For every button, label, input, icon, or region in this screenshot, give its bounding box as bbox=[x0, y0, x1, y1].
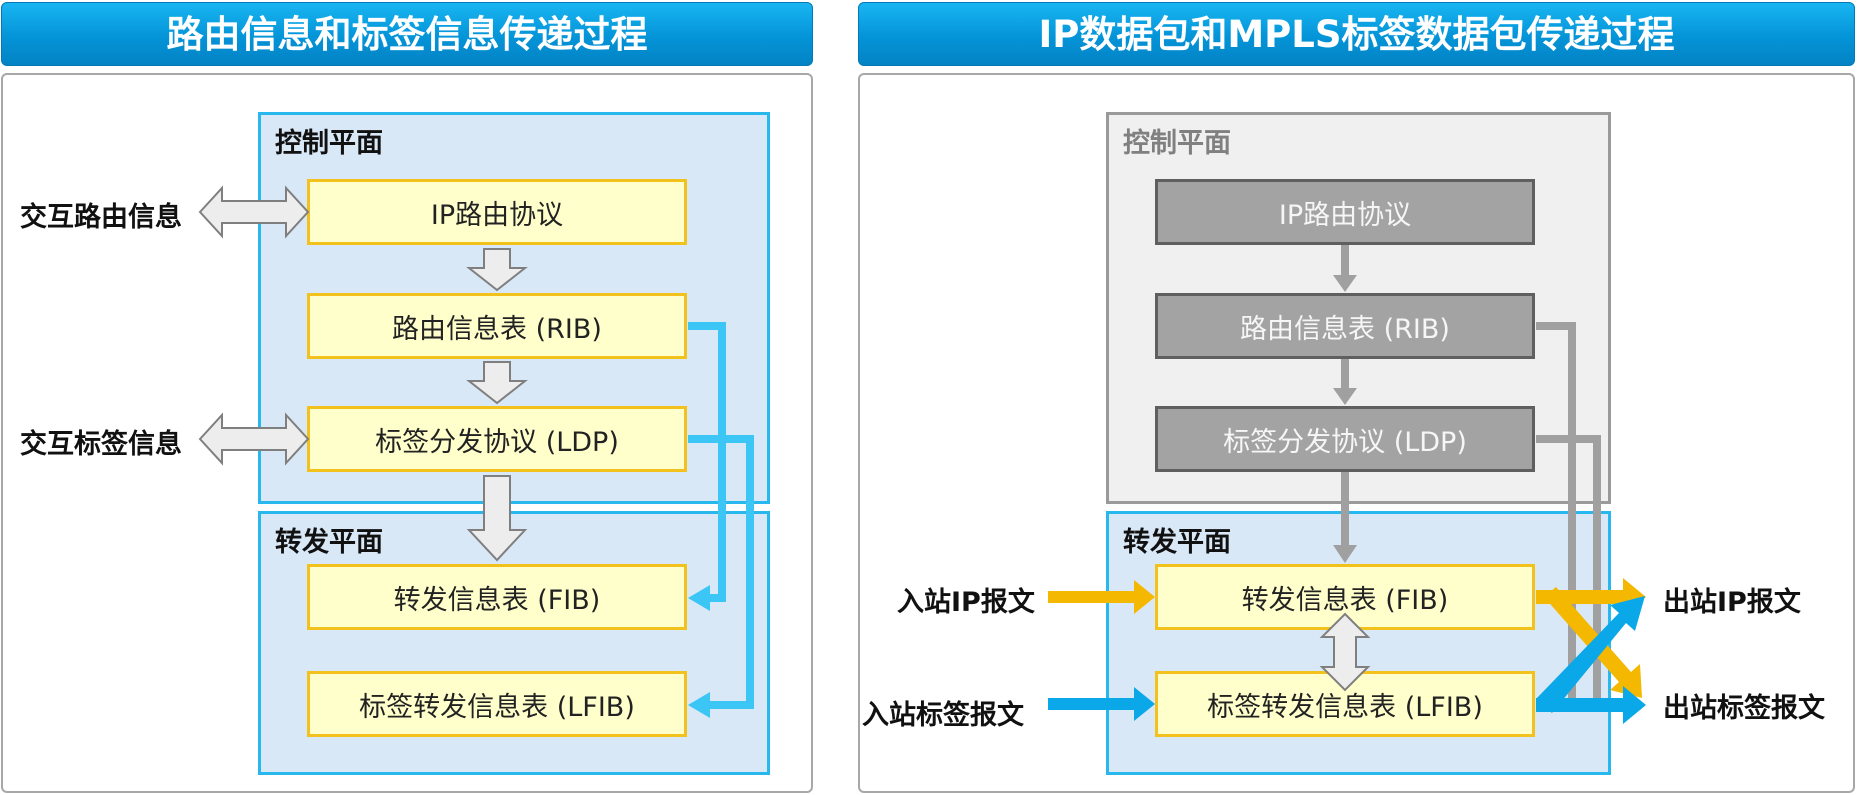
left-ip-routing-label: IP路由协议 bbox=[430, 199, 564, 231]
left-lfib-box: 标签转发信息表 (LFIB) bbox=[307, 671, 687, 737]
in-label-arrow bbox=[1048, 687, 1155, 721]
left-rib-label: 路由信息表 (RIB) bbox=[392, 313, 602, 345]
in-label-label: 入站标签报文 bbox=[862, 700, 1024, 731]
right-ip-routing-label: IP路由协议 bbox=[1278, 199, 1412, 231]
right-ip-to-rib-head bbox=[1333, 275, 1357, 292]
right-title: IP数据包和MPLS标签数据包传递过程 bbox=[1038, 13, 1675, 56]
in-ip-label: 入站IP报文 bbox=[897, 587, 1035, 618]
right-ldp-to-fib-head bbox=[1333, 545, 1357, 563]
down-arrow-ip-to-rib bbox=[466, 248, 528, 292]
left-rib-box: 路由信息表 (RIB) bbox=[307, 293, 687, 359]
exchange-label-arrow bbox=[198, 412, 310, 466]
right-control-plane-title: 控制平面 bbox=[1123, 128, 1231, 159]
left-fib-label: 转发信息表 (FIB) bbox=[393, 584, 601, 616]
right-rib-to-ldp-head bbox=[1333, 388, 1357, 405]
exchange-routing-arrow bbox=[198, 185, 310, 239]
left-ldp-label: 标签分发协议 (LDP) bbox=[375, 426, 619, 458]
out-ip-arrow bbox=[1536, 578, 1646, 616]
ldp-to-lfib-arrowhead bbox=[688, 692, 710, 718]
left-control-plane-title: 控制平面 bbox=[275, 128, 383, 159]
exchange-label-label: 交互标签信息 bbox=[20, 429, 182, 460]
left-title-banner: 路由信息和标签信息传递过程 bbox=[1, 2, 813, 66]
right-title-banner: IP数据包和MPLS标签数据包传递过程 bbox=[858, 2, 1855, 66]
right-lfib-label: 标签转发信息表 (LFIB) bbox=[1207, 691, 1483, 723]
left-forward-plane-title: 转发平面 bbox=[275, 527, 383, 558]
down-arrow-rib-to-ldp bbox=[466, 361, 528, 405]
right-rib-feed-line bbox=[1536, 322, 1576, 705]
lfib-to-out-ip-cross-arrow bbox=[1536, 596, 1645, 713]
right-ldp-feed-line bbox=[1536, 435, 1601, 705]
right-rib-label: 路由信息表 (RIB) bbox=[1240, 313, 1450, 345]
out-label-label: 出站标签报文 bbox=[1663, 693, 1825, 724]
left-fib-box: 转发信息表 (FIB) bbox=[307, 564, 687, 630]
out-ip-label: 出站IP报文 bbox=[1663, 587, 1801, 618]
down-arrow-ldp-to-fib bbox=[466, 475, 528, 562]
right-ldp-box: 标签分发协议 (LDP) bbox=[1155, 406, 1535, 472]
right-rib-box: 路由信息表 (RIB) bbox=[1155, 293, 1535, 359]
right-fib-label: 转发信息表 (FIB) bbox=[1241, 584, 1449, 616]
rib-to-fib-line bbox=[688, 322, 726, 602]
fib-lfib-double-arrow bbox=[1319, 612, 1371, 692]
in-ip-arrow bbox=[1048, 580, 1155, 614]
left-title: 路由信息和标签信息传递过程 bbox=[166, 13, 648, 56]
right-ldp-label: 标签分发协议 (LDP) bbox=[1223, 426, 1467, 458]
rib-to-fib-arrowhead bbox=[688, 585, 710, 611]
left-ldp-box: 标签分发协议 (LDP) bbox=[307, 406, 687, 472]
right-forward-plane-title: 转发平面 bbox=[1123, 527, 1231, 558]
right-ip-routing-box: IP路由协议 bbox=[1155, 179, 1535, 245]
ldp-to-lfib-line bbox=[688, 435, 754, 709]
exchange-routing-label: 交互路由信息 bbox=[20, 202, 182, 233]
left-lfib-label: 标签转发信息表 (LFIB) bbox=[359, 691, 635, 723]
out-label-arrow bbox=[1536, 686, 1646, 724]
